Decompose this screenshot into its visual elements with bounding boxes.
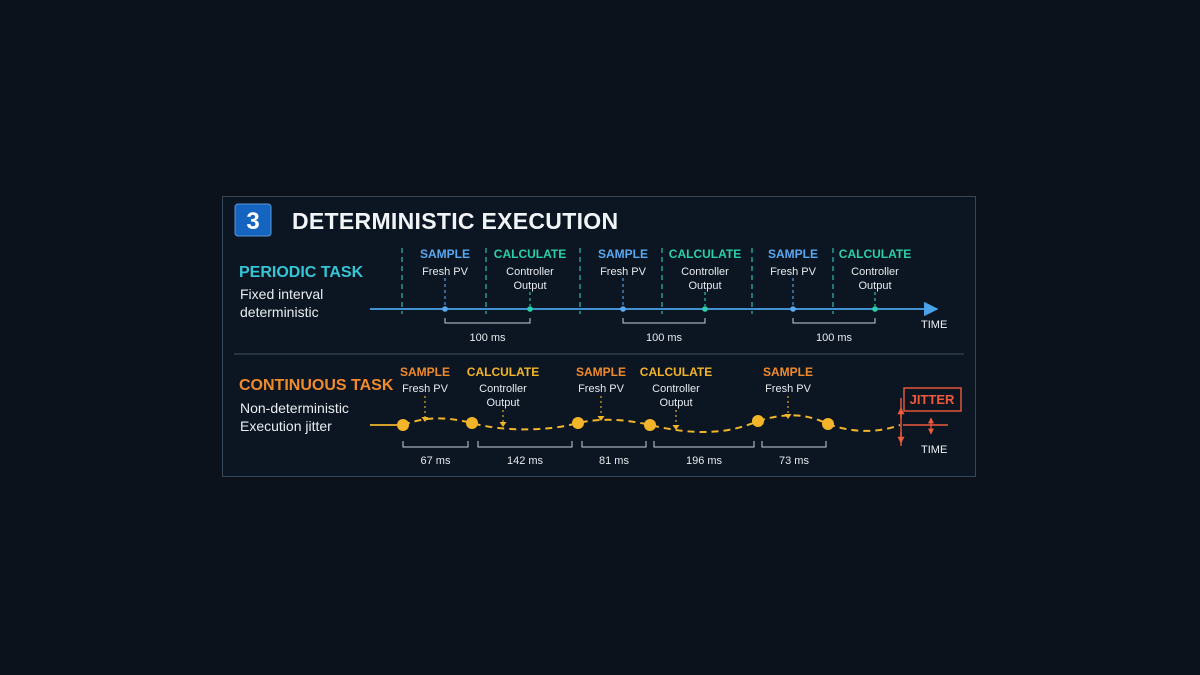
continuous-task-desc-line-1: Non-deterministic [240, 400, 349, 416]
event-sublabel: Output [486, 397, 519, 409]
sample-label: SAMPLE [768, 247, 818, 261]
periodic-task-desc-line-2: deterministic [240, 304, 319, 320]
calculate-label: CALCULATE [839, 247, 911, 261]
interval-label: 73 ms [779, 455, 809, 467]
interval-label: 100 ms [816, 332, 853, 344]
interval-bracket [402, 441, 469, 448]
event-arrowhead [421, 417, 429, 422]
event-sublabel: Controller [479, 383, 527, 395]
continuous-task-legend: CONTINUOUS TASK Non-deterministic Execut… [239, 377, 394, 434]
page-title: DETERMINISTIC EXECUTION [292, 208, 618, 234]
event-arrowhead [499, 422, 507, 427]
continuous-task-desc-line-2: Execution jitter [240, 418, 332, 434]
diagram-panel [222, 196, 976, 477]
sample-label: SAMPLE [400, 365, 450, 379]
event-sublabel: Fresh PV [578, 383, 625, 395]
event-sublabel: Controller [652, 383, 700, 395]
section-number-badge [234, 203, 272, 237]
interval-bracket [761, 441, 827, 448]
event-sublabel: Fresh PV [422, 266, 469, 278]
event-sublabel: Output [513, 280, 546, 292]
interval-bracket [622, 318, 706, 324]
interval-label: 100 ms [469, 332, 506, 344]
periodic-task-name: PERIODIC TASK [239, 264, 364, 281]
interval-bracket [477, 441, 573, 448]
interval-label: 67 ms [421, 455, 451, 467]
sample-point [620, 306, 626, 312]
calculate-point [702, 306, 708, 312]
event-sublabel: Controller [681, 266, 729, 278]
event-sublabel: Controller [506, 266, 554, 278]
periodic-task-legend: PERIODIC TASK Fixed interval determinist… [239, 264, 364, 320]
periodic-time-label: TIME [921, 319, 947, 331]
event-sublabel: Controller [851, 266, 899, 278]
execution-node [572, 417, 584, 429]
interval-label: 100 ms [646, 332, 683, 344]
jitter-label: JITTER [910, 392, 955, 407]
continuous-interval-marks: 67 ms 142 ms 81 ms 196 ms 73 ms [402, 441, 827, 467]
execution-node [822, 418, 834, 430]
continuous-time-label: TIME [921, 444, 947, 456]
interval-bracket [653, 441, 755, 448]
interval-label: 196 ms [686, 455, 723, 467]
sample-label: SAMPLE [763, 365, 813, 379]
sample-label: SAMPLE [598, 247, 648, 261]
interval-label: 142 ms [507, 455, 544, 467]
interval-bracket [444, 318, 531, 324]
sample-label: SAMPLE [576, 365, 626, 379]
sample-label: SAMPLE [420, 247, 470, 261]
continuous-task-name: CONTINUOUS TASK [239, 377, 394, 394]
calculate-label: CALCULATE [467, 365, 539, 379]
event-arrowhead [597, 416, 605, 421]
event-sublabel: Fresh PV [770, 266, 817, 278]
section-header: 3 DETERMINISTIC EXECUTION [234, 203, 618, 237]
sample-point [442, 306, 448, 312]
calculate-point [527, 306, 533, 312]
calculate-label: CALCULATE [494, 247, 566, 261]
event-sublabel: Output [688, 280, 721, 292]
jitter-box [903, 387, 962, 412]
interval-bracket [792, 318, 876, 324]
event-sublabel: Fresh PV [600, 266, 647, 278]
event-sublabel: Output [858, 280, 891, 292]
periodic-interval-marks: 100 ms 100 ms 100 ms [444, 318, 876, 344]
calculate-label: CALCULATE [669, 247, 741, 261]
execution-node [397, 419, 409, 431]
event-arrowhead [672, 425, 680, 430]
event-sublabel: Fresh PV [765, 383, 812, 395]
calculate-point [872, 306, 878, 312]
interval-bracket [581, 441, 647, 448]
execution-node [466, 417, 478, 429]
section-number: 3 [246, 208, 259, 235]
event-sublabel: Fresh PV [402, 383, 449, 395]
event-arrowhead [784, 414, 792, 419]
sample-point [790, 306, 796, 312]
execution-node [752, 415, 764, 427]
calculate-label: CALCULATE [640, 365, 712, 379]
event-sublabel: Output [659, 397, 692, 409]
jitter-indicator: JITTER [897, 387, 962, 446]
execution-node [644, 419, 656, 431]
interval-label: 81 ms [599, 455, 629, 467]
periodic-task-desc-line-1: Fixed interval [240, 286, 323, 302]
